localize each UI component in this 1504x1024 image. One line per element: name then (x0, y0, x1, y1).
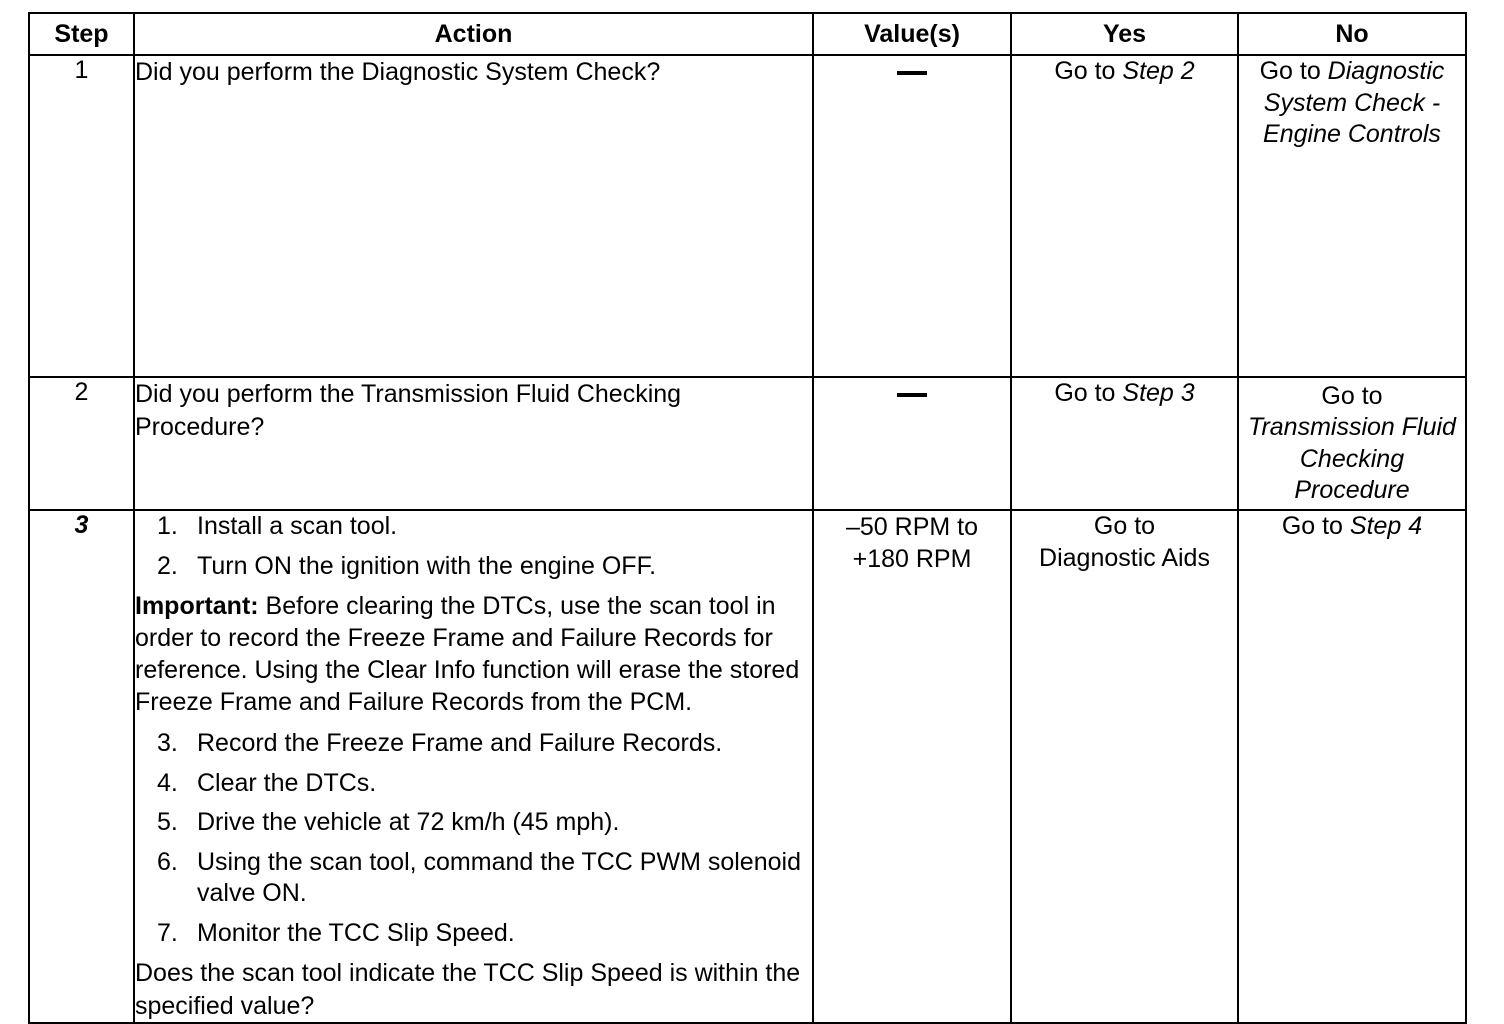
action-cell: 1. Install a scan tool. 2. Turn ON the ign… (133, 509, 814, 1024)
list-item-text: Using the scan tool, command the TCC PWM… (197, 847, 801, 908)
yes-prefix: Go to (1054, 57, 1123, 85)
action-question: Did you perform the Transmission Fluid C… (135, 380, 682, 441)
list-item-text: Record the Freeze Frame and Failure Reco… (197, 729, 723, 757)
list-item: 3. Record the Freeze Frame and Failure Re… (135, 728, 812, 760)
no-answer: Go to Step 4 (1239, 511, 1465, 543)
yes-target: Diagnostic Aids (1039, 543, 1210, 572)
list-item-number: 3. (157, 729, 178, 757)
header-action: Action (133, 12, 814, 56)
header-no: No (1237, 12, 1467, 56)
no-cell: Go to Step 4 (1237, 509, 1467, 1024)
list-item-text: Turn ON the ignition with the engine OFF… (197, 551, 657, 580)
yes-cell: Go to Diagnostic Aids (1010, 509, 1239, 1024)
step-number: 3 (28, 509, 135, 1024)
important-label: Important: (135, 592, 259, 620)
header-values: Value(s) (812, 12, 1012, 56)
no-target: Step 4 (1349, 512, 1423, 540)
list-item: 7. Monitor the TCC Slip Speed. (135, 918, 812, 950)
yes-answer: Go to Step 2 (1012, 56, 1237, 88)
value-line-2: +180 RPM (852, 545, 972, 573)
list-item-number: 1. (157, 512, 178, 540)
no-prefix: Go to (1281, 512, 1350, 540)
step-number: 1 (28, 54, 135, 378)
list-item: 2. Turn ON the ignition with the engine O… (135, 551, 812, 583)
list-item: 1. Install a scan tool. (135, 511, 812, 543)
list-item-number: 6. (157, 847, 178, 876)
diagnostic-procedure-table: Step Action Value(s) Yes No 1 Did you pe… (28, 12, 1467, 1024)
no-target: Diagnostic System Check - Engine Control… (1263, 57, 1445, 148)
important-note: Important: Before clearing the DTCs, use… (135, 590, 812, 718)
header-step: Step (28, 12, 135, 56)
list-item-number: 7. (157, 918, 178, 947)
yes-prefix: Go to (1054, 379, 1123, 407)
table-row: 1 Did you perform the Diagnostic System … (28, 54, 1467, 378)
list-item-text: Drive the vehicle at 72 km/h (45 mph). (197, 808, 620, 836)
yes-cell: Go to Step 3 (1010, 376, 1239, 511)
important-text: Before clearing the DTCs, use the scan t… (135, 592, 800, 716)
table-body: 1 Did you perform the Diagnostic System … (28, 54, 1467, 1024)
value-cell (812, 54, 1012, 378)
value-cell: –50 RPM to +180 RPM (812, 509, 1012, 1024)
procedure-list-part1: 1. Install a scan tool. 2. Turn ON the ign… (135, 511, 812, 582)
header-yes: Yes (1010, 12, 1239, 56)
table-row: 2 Did you perform the Transmission Fluid… (28, 376, 1467, 511)
no-cell: Go to Diagnostic System Check - Engine C… (1237, 54, 1467, 378)
yes-cell: Go to Step 2 (1010, 54, 1239, 378)
table-header: Step Action Value(s) Yes No (28, 12, 1467, 56)
value-line-1: –50 RPM to (845, 513, 978, 541)
yes-prefix: Go to (1093, 512, 1156, 540)
no-cell: Go to Transmission Fluid Checking Proced… (1237, 376, 1467, 511)
table-row: 3 1. Install a scan tool. 2. Turn ON the i… (28, 509, 1467, 1024)
no-target: Transmission Fluid Checking Procedure (1248, 413, 1456, 504)
no-answer: Go to Diagnostic System Check - Engine C… (1239, 56, 1465, 151)
dash-mark (897, 71, 927, 76)
list-item-text: Monitor the TCC Slip Speed. (197, 918, 515, 947)
yes-target: Step 2 (1122, 57, 1195, 85)
list-item-number: 4. (157, 768, 178, 797)
procedure-list-part2: 3. Record the Freeze Frame and Failure Re… (135, 728, 812, 949)
list-item-number: 2. (157, 551, 178, 580)
dash-mark (897, 393, 927, 398)
action-cell: Did you perform the Transmission Fluid C… (133, 376, 814, 511)
list-item-number: 5. (157, 808, 178, 836)
list-item-text: Install a scan tool. (197, 512, 398, 540)
no-prefix: Go to (1321, 381, 1383, 410)
yes-target: Step 3 (1122, 379, 1195, 407)
action-question: Did you perform the Diagnostic System Ch… (135, 58, 661, 86)
header-row: Step Action Value(s) Yes No (28, 12, 1467, 56)
list-item: 4. Clear the DTCs. (135, 768, 812, 800)
list-item: 5. Drive the vehicle at 72 km/h (45 mph). (135, 807, 812, 839)
yes-answer: Go to Step 3 (1012, 378, 1237, 410)
document-page: Step Action Value(s) Yes No 1 Did you pe… (28, 12, 1467, 1024)
no-prefix: Go to (1259, 57, 1328, 85)
list-item-text: Clear the DTCs. (197, 768, 377, 797)
value-cell (812, 376, 1012, 511)
action-cell: Did you perform the Diagnostic System Ch… (133, 54, 814, 378)
step-number: 2 (28, 376, 135, 511)
list-item: 6. Using the scan tool, command the TCC P… (135, 847, 812, 910)
action-question: Does the scan tool indicate the TCC Slip… (135, 959, 801, 1020)
